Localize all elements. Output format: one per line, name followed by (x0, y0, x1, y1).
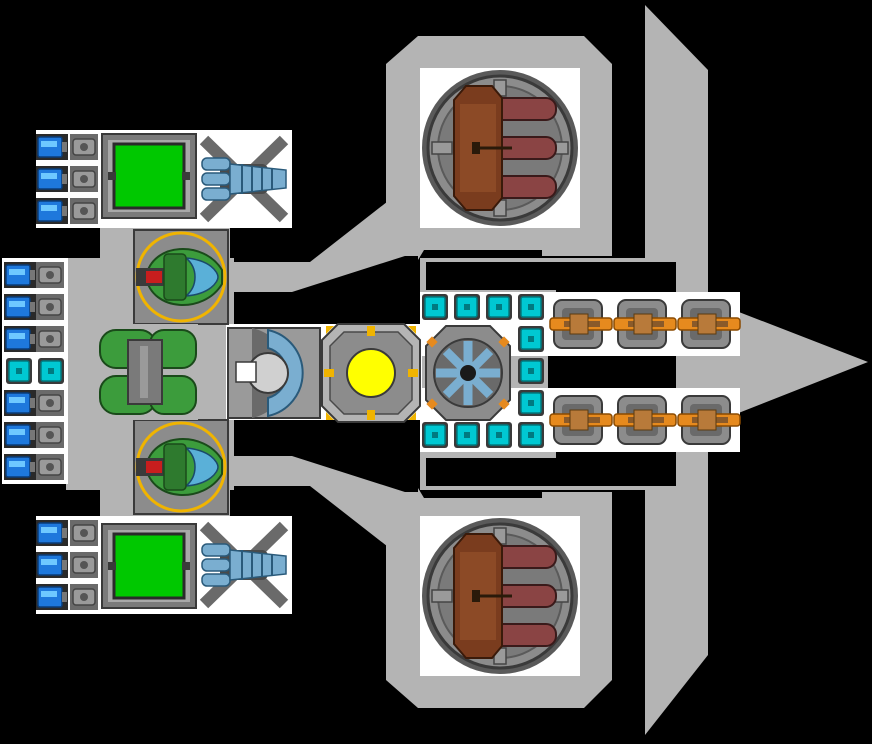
lower-plasma-gun[interactable] (132, 418, 230, 516)
hull-cutouts (426, 262, 676, 486)
lower-cargo-bay[interactable] (100, 522, 198, 610)
upper-ion-thruster[interactable] (198, 134, 290, 224)
gyroscope[interactable] (425, 325, 511, 421)
top-heavy-cannon-turret[interactable] (418, 66, 582, 230)
twin-main-engine[interactable] (99, 324, 198, 420)
lower-battery-rack[interactable] (35, 519, 99, 611)
lower-railgun-row[interactable] (549, 395, 741, 445)
upper-railgun-row[interactable] (549, 299, 741, 349)
lower-ion-thruster[interactable] (198, 520, 290, 610)
upper-battery-rack[interactable] (35, 133, 99, 225)
bottom-heavy-cannon-turret[interactable] (418, 514, 582, 678)
reactor-core[interactable] (321, 323, 421, 423)
upper-cargo-bay[interactable] (100, 132, 198, 220)
shield-generator[interactable] (227, 327, 321, 419)
upper-plasma-gun[interactable] (132, 228, 230, 326)
